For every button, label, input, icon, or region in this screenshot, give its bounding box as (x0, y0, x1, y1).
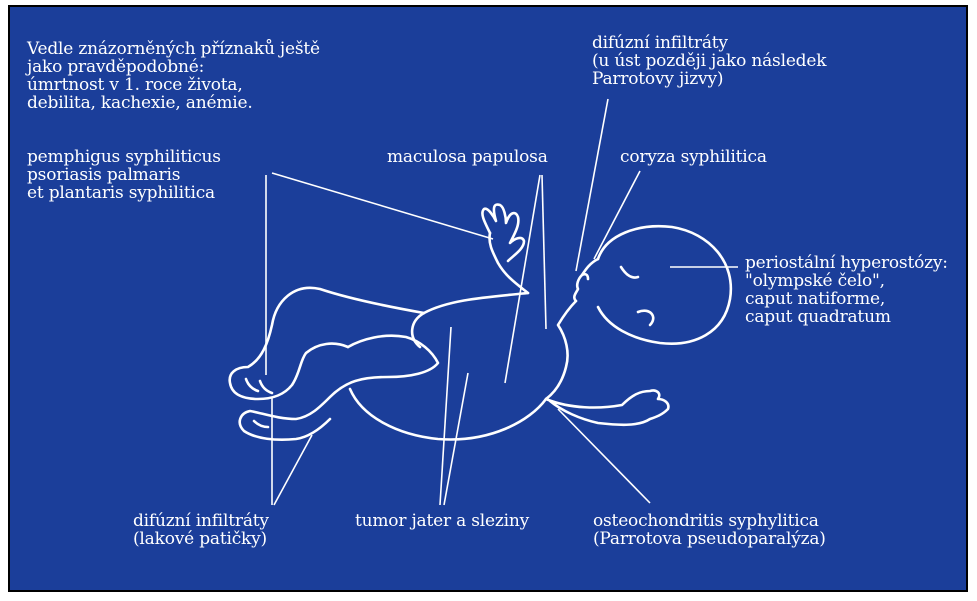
infant-head (598, 226, 731, 343)
leader-pemphigus-hand (272, 173, 493, 239)
leader-maculosa-2 (542, 175, 546, 329)
infant-mouth (582, 274, 588, 279)
infant-ear (638, 311, 653, 325)
infant-back (546, 301, 576, 399)
infant-eye (621, 267, 638, 278)
diagram-frame: Vedle znázorněných příznaků ještě jako p… (8, 5, 968, 592)
leader-patky-2 (274, 435, 312, 505)
infant-raised-hand (482, 205, 524, 261)
label-periostalni: periostální hyperostózy: "olympské čelo"… (745, 254, 948, 326)
label-intro: Vedle znázorněných příznaků ještě jako p… (27, 40, 320, 112)
label-osteochondritis: osteochondritis syphylitica (Parrotova p… (593, 512, 826, 548)
infant-upper-leg (230, 288, 424, 399)
infant-lower-leg (240, 336, 438, 440)
infant-chest (412, 293, 528, 347)
leader-difuzni-mouth (576, 99, 608, 271)
label-maculosa: maculosa papulosa (387, 148, 548, 166)
leader-coryza (594, 171, 640, 259)
label-difuzni-top: difúzní infiltráty (u úst později jako n… (592, 34, 826, 88)
infant-lower-arm (546, 390, 668, 424)
label-pemphigus: pemphigus syphiliticus psoriasis palmari… (27, 148, 221, 202)
label-difuzni-bottom: difúzní infiltráty (lakové patičky) (133, 512, 269, 548)
label-tumor: tumor jater a sleziny (355, 512, 529, 530)
infant-belly (350, 389, 546, 439)
infant-toes (246, 379, 272, 427)
label-coryza: coryza syphilitica (620, 148, 767, 166)
